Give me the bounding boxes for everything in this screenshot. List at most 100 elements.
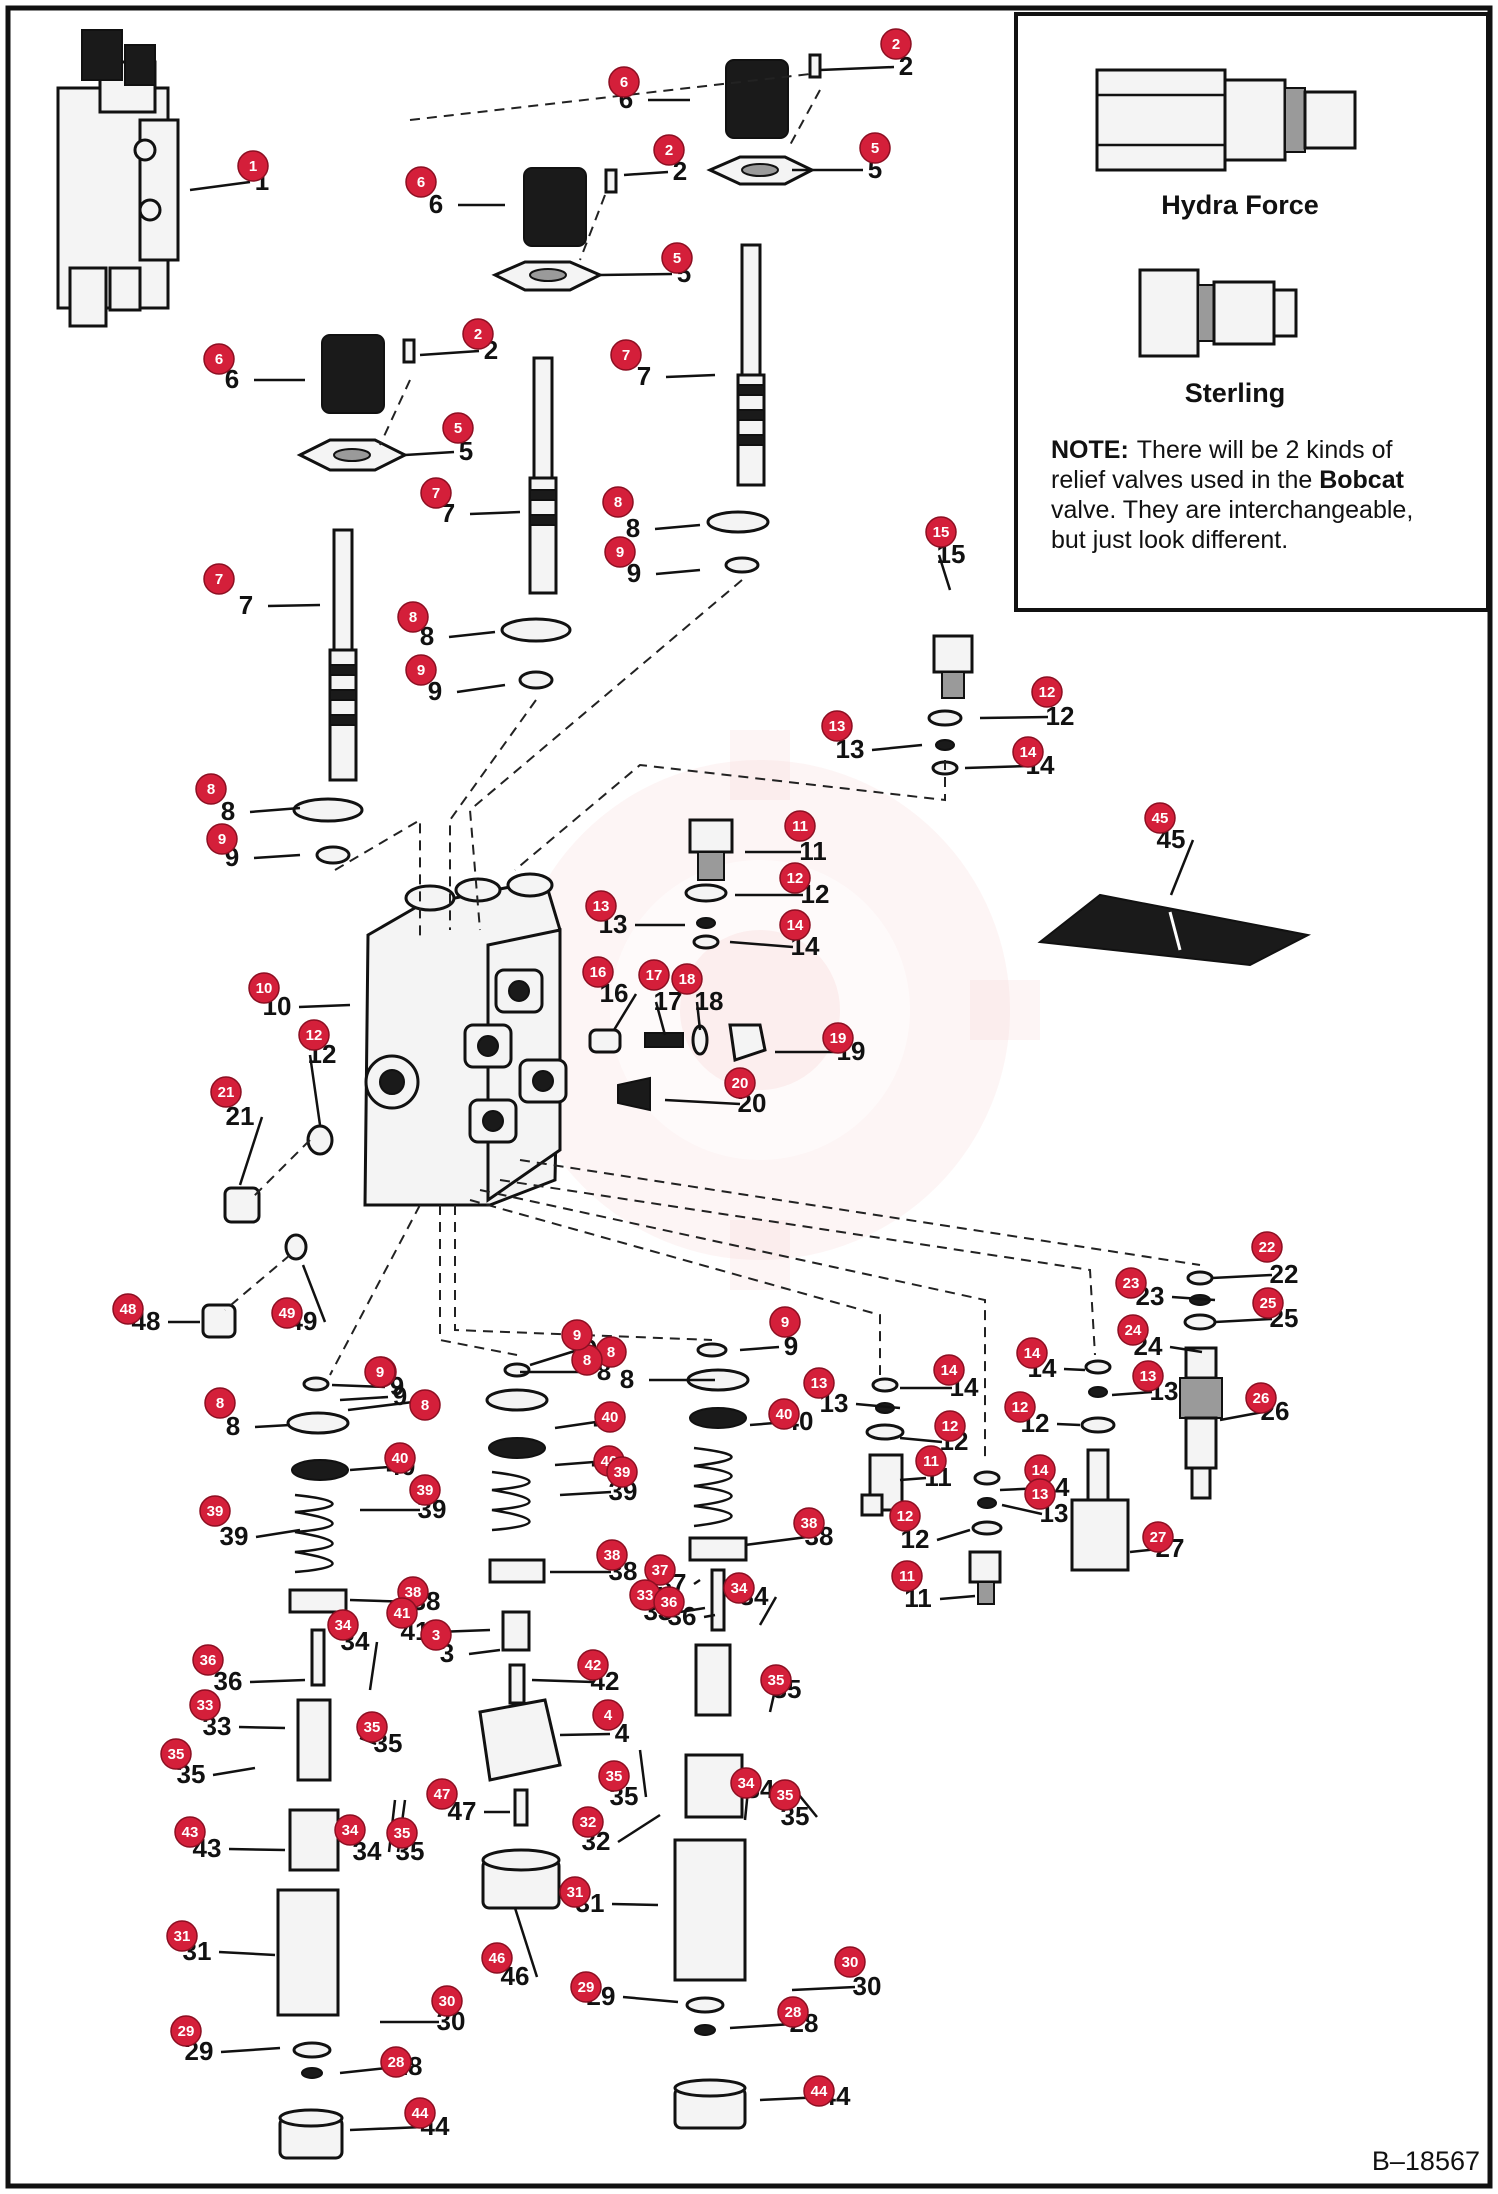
relief-valve-stack-lower xyxy=(968,1470,1003,1605)
callout-badge-number: 24 xyxy=(1125,1322,1142,1339)
callout-badge-number: 14 xyxy=(941,1362,958,1379)
callout-badge-38: 38 xyxy=(596,1539,628,1571)
hydra-force-valve-icon xyxy=(1095,68,1357,172)
callout-badge-25: 25 xyxy=(1252,1287,1284,1319)
leader-line xyxy=(347,1400,414,1412)
callout-badge-number: 8 xyxy=(216,1395,224,1412)
callout-badge-number: 44 xyxy=(811,2083,828,2100)
leader-line xyxy=(468,1648,501,1656)
leader-line xyxy=(529,1348,579,1367)
leader-line xyxy=(189,180,251,192)
callout-badge-29: 29 xyxy=(170,2015,202,2047)
callout-badge-number: 8 xyxy=(607,1344,615,1361)
callout-badge-number: 11 xyxy=(923,1453,939,1470)
callout-badge-number: 47 xyxy=(434,1786,451,1803)
callout-badge-number: 27 xyxy=(1150,1529,1167,1546)
callout-badge-34: 34 xyxy=(730,1767,762,1799)
note-line-4: but just look different. xyxy=(1051,526,1288,554)
leader-line xyxy=(654,1001,667,1036)
leader-line xyxy=(1001,1503,1043,1516)
callout-badge-35: 35 xyxy=(356,1711,388,1743)
callout-badge-number: 20 xyxy=(732,1075,749,1092)
callout-badge-number: 29 xyxy=(578,1979,595,1996)
callout-badge-8: 8 xyxy=(195,773,227,805)
callout-badge-number: 48 xyxy=(120,1301,137,1318)
callout-badge-number: 14 xyxy=(787,917,804,934)
callout-badge-number: 12 xyxy=(942,1418,959,1435)
callout-badge-number: 4 xyxy=(604,1707,613,1724)
callout-badge-number: 34 xyxy=(342,1822,359,1839)
leader-line xyxy=(729,940,794,949)
callout-badge-number: 5 xyxy=(871,140,879,157)
callout-badge-35: 35 xyxy=(386,1817,418,1849)
part-number-label: 30 xyxy=(853,1971,882,2001)
callout-badge-46: 46 xyxy=(481,1942,513,1974)
decal-45 xyxy=(1037,893,1312,967)
callout-badge-number: 12 xyxy=(1039,684,1056,701)
leader-line xyxy=(220,2046,281,2054)
callout-badge-number: 6 xyxy=(417,174,425,191)
callout-badge-number: 34 xyxy=(738,1775,755,1792)
callout-badge-number: 25 xyxy=(1260,1295,1277,1312)
leader-line xyxy=(791,1985,856,1992)
callout-badge-number: 12 xyxy=(306,1027,323,1044)
leader-line xyxy=(1169,1345,1203,1354)
callout-badge-5: 5 xyxy=(442,412,474,444)
callout-badge-24: 24 xyxy=(1117,1314,1149,1346)
leader-line xyxy=(703,1613,716,1619)
callout-badge-29: 29 xyxy=(570,1971,602,2003)
leader-line xyxy=(554,1460,595,1467)
spool-column-right xyxy=(706,53,822,574)
callout-badge-number: 9 xyxy=(417,662,425,679)
callout-badge-2: 2 xyxy=(880,28,912,60)
callout-badge-number: 6 xyxy=(215,351,223,368)
callout-badge-12: 12 xyxy=(889,1500,921,1532)
callout-badge-number: 10 xyxy=(256,980,273,997)
callout-badge-number: 40 xyxy=(776,1406,793,1423)
callout-badge-number: 35 xyxy=(606,1768,623,1785)
leader-line xyxy=(404,450,455,457)
callout-badge-44: 44 xyxy=(404,2097,436,2129)
callout-badge-28: 28 xyxy=(777,1996,809,2028)
callout-badge-number: 9 xyxy=(616,544,624,561)
callout-badge-number: 28 xyxy=(785,2004,802,2021)
callout-badge-35: 35 xyxy=(760,1664,792,1696)
callout-badge-number: 35 xyxy=(768,1672,785,1689)
callout-badge-number: 13 xyxy=(1032,1486,1049,1503)
leader-line xyxy=(254,1423,291,1429)
callout-badge-31: 31 xyxy=(166,1920,198,1952)
callout-badge-48: 48 xyxy=(112,1293,144,1325)
callout-badge-number: 2 xyxy=(892,36,900,53)
callout-badge-5: 5 xyxy=(661,242,693,274)
part-number-label: 2 xyxy=(899,51,913,81)
part-number-label: 9 xyxy=(428,676,442,706)
leader-line xyxy=(611,1902,659,1907)
lower-stack-right xyxy=(673,1342,750,2130)
leader-line xyxy=(623,170,669,177)
callout-badge-number: 42 xyxy=(585,1657,602,1674)
callout-badge-number: 2 xyxy=(474,326,482,343)
callout-badge-number: 15 xyxy=(933,524,950,541)
leader-line xyxy=(1111,1390,1153,1397)
leader-line xyxy=(253,853,301,860)
callout-badge-39: 39 xyxy=(199,1495,231,1527)
callout-badge-number: 8 xyxy=(421,1397,429,1414)
callout-badge-number: 13 xyxy=(593,898,610,915)
callout-badge-13: 13 xyxy=(821,710,853,742)
leader-line xyxy=(456,683,506,694)
leader-line xyxy=(612,993,638,1031)
callout-badge-16: 16 xyxy=(582,956,614,988)
callout-badge-number: 40 xyxy=(602,1409,619,1426)
callout-badge-35: 35 xyxy=(598,1760,630,1792)
callout-badge-9: 9 xyxy=(364,1356,396,1388)
callout-badge-number: 40 xyxy=(392,1450,409,1467)
callout-badge-12: 12 xyxy=(779,862,811,894)
callout-badge-number: 9 xyxy=(376,1364,384,1381)
leader-line xyxy=(349,1465,390,1472)
callout-badge-number: 21 xyxy=(218,1084,235,1101)
callout-badge-number: 12 xyxy=(1012,1399,1029,1416)
callout-badge-11: 11 xyxy=(915,1445,947,1477)
leader-line xyxy=(622,1995,679,2004)
callout-badge-number: 11 xyxy=(792,818,808,835)
leader-line xyxy=(654,523,701,531)
